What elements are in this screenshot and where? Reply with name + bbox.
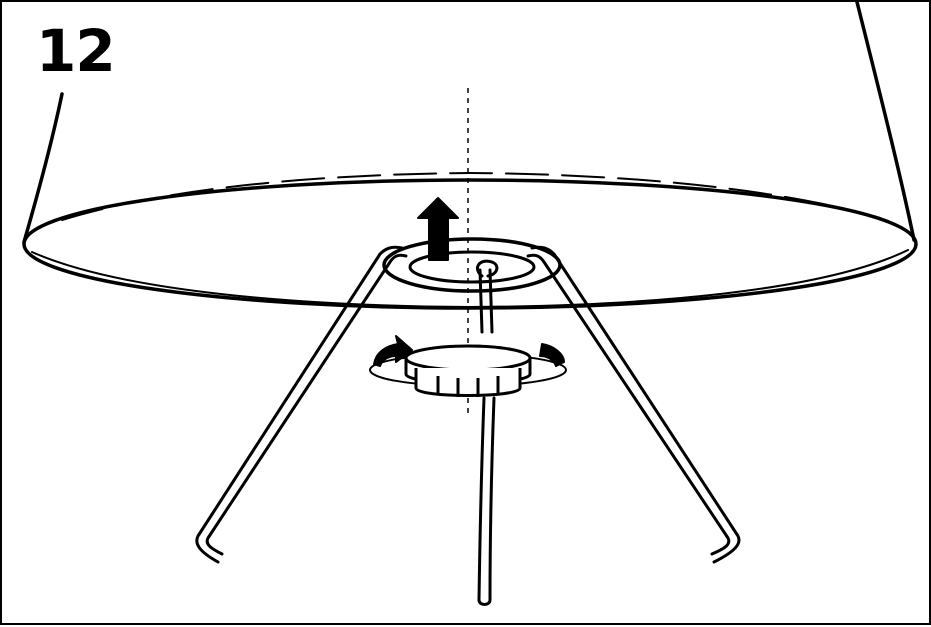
step-number: 12 [36,17,116,85]
holder-ring [382,237,562,293]
ring-nut [369,344,567,397]
shade-body [22,2,916,244]
shade-rim [22,171,918,310]
wire-frame [195,245,741,606]
rotate-arrows-icon [373,335,565,367]
arrow-up-icon [417,197,459,261]
